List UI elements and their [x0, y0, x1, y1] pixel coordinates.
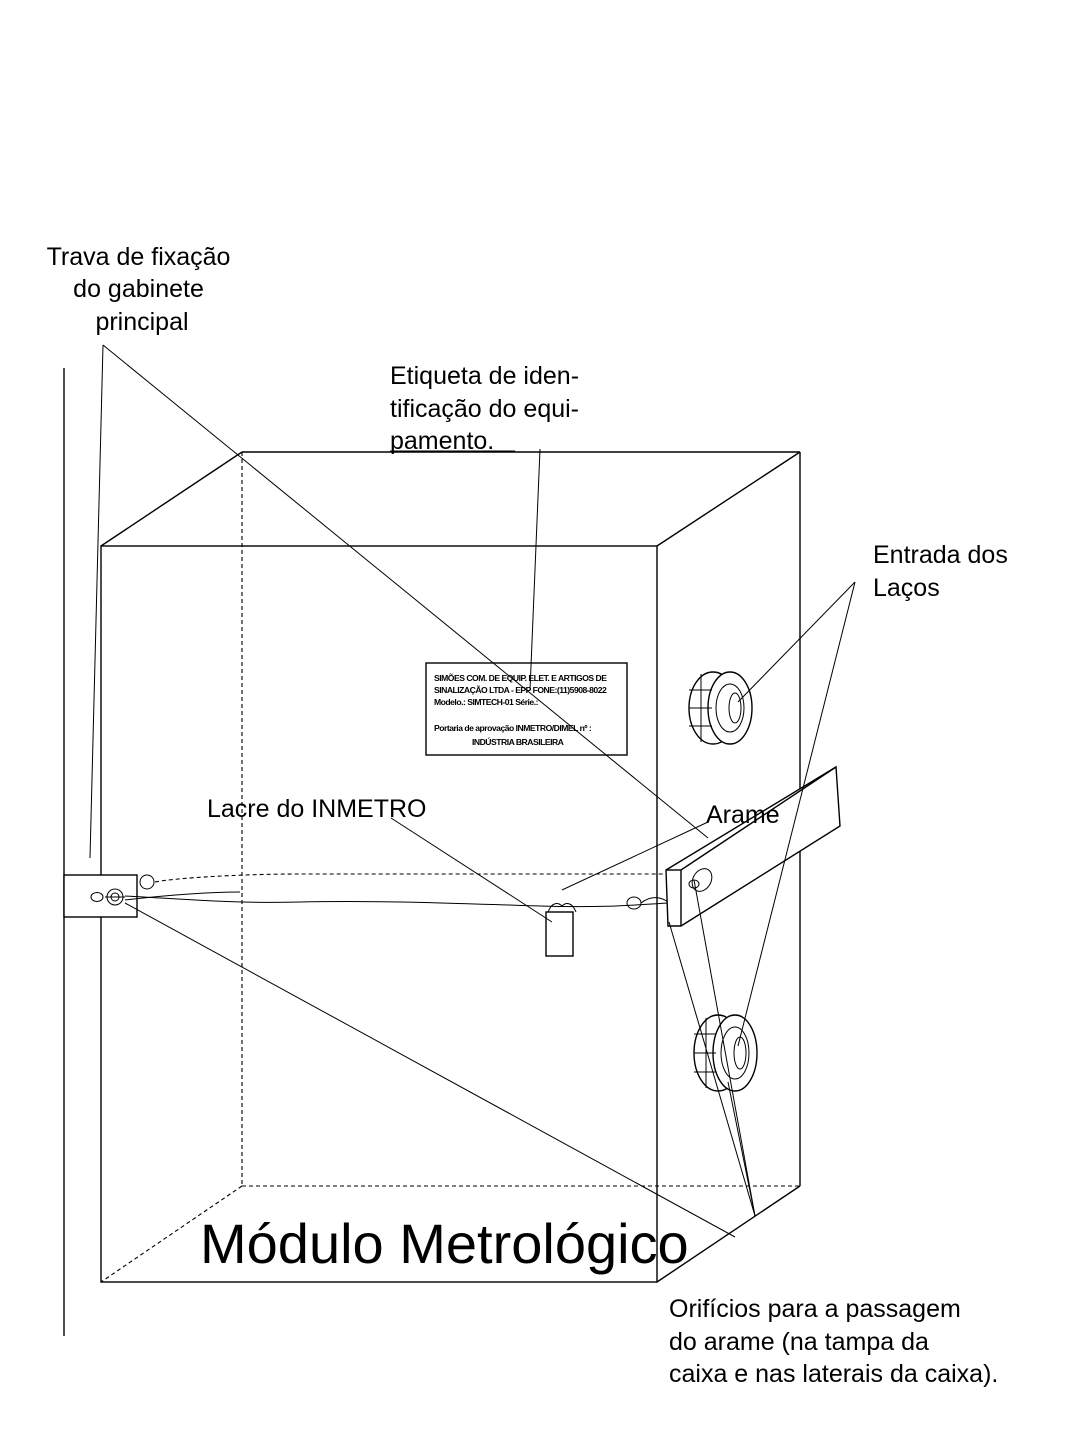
- identification-plate: SIMÕES COM. DE EQUIP. ELET. E ARTIGOS DE…: [425, 662, 628, 756]
- plate-line-2: SINALIZAÇÃO LTDA - EPP FONE:(11)5908-802…: [434, 685, 607, 695]
- wire-eyelet-icon: [139, 874, 155, 890]
- fixing-latch: [63, 874, 138, 918]
- cable-gland-icon: [693, 1014, 758, 1092]
- label-etiqueta: Etiqueta de iden- tificação do equi- pam…: [390, 362, 586, 455]
- cable-gland-icon: [688, 671, 753, 745]
- leader-lines: [89, 344, 856, 1238]
- box-hidden-edges: [100, 452, 800, 1283]
- label-entrada: Entrada dos Laços: [873, 541, 1015, 602]
- label-lacre: Lacre do INMETRO: [207, 795, 427, 823]
- plate-line-3: Modelo.: SIMTECH-01 Série.:: [434, 697, 539, 707]
- plate-line-4: Portaria de aprovação INMETRO/DIMEL nº :: [434, 723, 592, 733]
- label-orificios: Orifícios para a passagem do arame (na t…: [669, 1295, 998, 1388]
- seal-wire: [124, 873, 669, 957]
- label-modulo: Módulo Metrológico: [200, 1212, 689, 1275]
- seal-icon: [545, 911, 574, 957]
- plate-line-5: INDÚSTRIA BRASILEIRA: [472, 736, 564, 747]
- label-trava: Trava de fixação do gabinete principal: [47, 243, 238, 336]
- label-arame: Arame: [706, 801, 780, 829]
- side-bar: [665, 765, 841, 927]
- plate-line-1: SIMÕES COM. DE EQUIP. ELET. E ARTIGOS DE: [434, 673, 607, 683]
- wire-eyelet-icon: [626, 896, 642, 910]
